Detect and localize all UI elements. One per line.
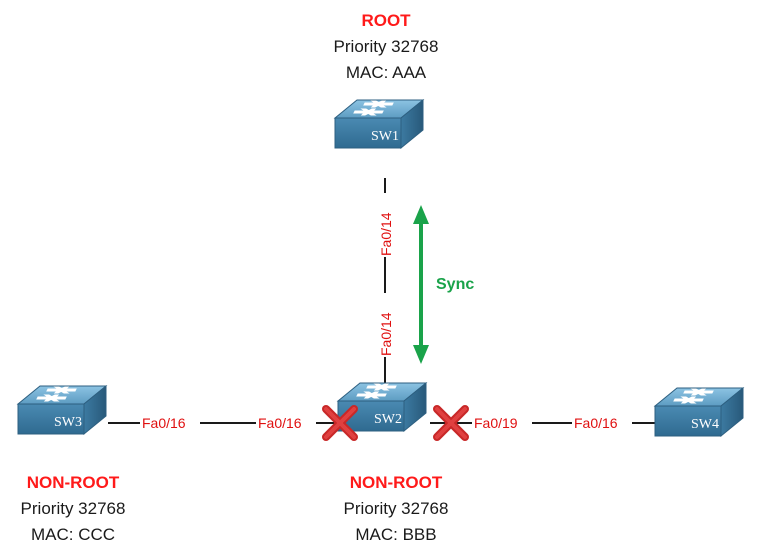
port-label-bg	[140, 413, 200, 431]
sw2-priority: Priority 32768	[344, 499, 449, 518]
switch-sw3[interactable]: SW3	[17, 385, 107, 435]
port-label-bg	[572, 413, 632, 431]
sw3-priority: Priority 32768	[21, 499, 126, 518]
sw3-role: NON-ROOT	[27, 473, 120, 492]
port-label-sw2-fa0-19: Fa0/19	[474, 415, 518, 431]
port-label-bg	[376, 293, 394, 357]
switch-sw3-name: SW3	[54, 415, 82, 430]
sync-label: Sync	[436, 276, 474, 293]
sw1-mac: MAC: AAA	[346, 63, 427, 82]
switch-sw4-name: SW4	[691, 417, 719, 432]
switch-sw1[interactable]: SW1	[334, 99, 424, 149]
sw1-role: ROOT	[361, 11, 411, 30]
switch-sw2-name: SW2	[374, 412, 402, 427]
sw3-mac: MAC: CCC	[31, 525, 115, 544]
port-label-sw4-fa0-16: Fa0/16	[574, 415, 618, 431]
sw2-mac: MAC: BBB	[355, 525, 436, 544]
switch-sw1-name: SW1	[371, 129, 399, 144]
port-label-sw2-fa0-16: Fa0/16	[258, 415, 302, 431]
switch-sw4[interactable]: SW4	[654, 387, 744, 437]
port-label-sw1-fa0-14: Fa0/14	[378, 212, 394, 256]
port-label-bg	[472, 413, 532, 431]
sw2-role: NON-ROOT	[350, 473, 443, 492]
port-label-bg	[256, 413, 316, 431]
switch-sw2[interactable]: SW2	[337, 382, 427, 432]
port-label-bg	[376, 193, 394, 257]
sw1-priority: Priority 32768	[334, 37, 439, 56]
port-label-sw2-fa0-14: Fa0/14	[378, 312, 394, 356]
port-label-sw3-fa0-16: Fa0/16	[142, 415, 186, 431]
double-arrow-icon	[413, 205, 429, 364]
